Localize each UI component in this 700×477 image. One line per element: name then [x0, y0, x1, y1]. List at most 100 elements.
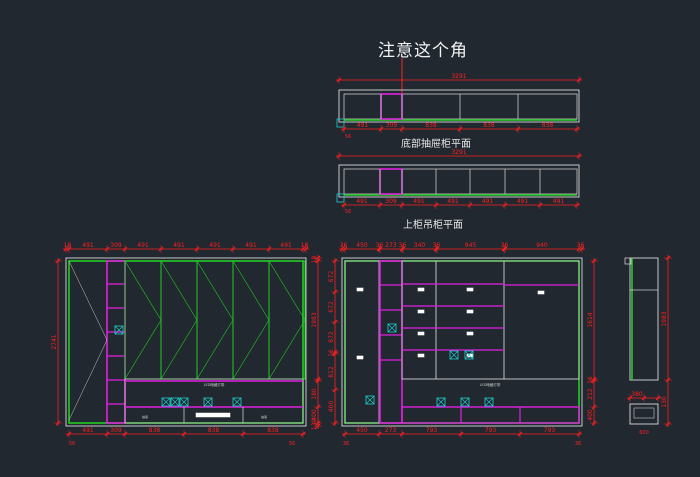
right-elev-edge-dim: 36	[343, 441, 349, 447]
left-elev-door-swing	[232, 319, 270, 380]
right-elev-vent-box-x	[449, 350, 459, 360]
right-elev-top-dim-value: 450	[356, 242, 368, 249]
top-plan-inner	[343, 168, 578, 195]
left-elev-top-dim-value: 491	[280, 242, 292, 249]
left-elev-door	[232, 260, 270, 380]
left-elev-door-swing	[232, 260, 270, 321]
right-elev-vent-box-x	[464, 350, 474, 360]
left-elev-top-dim-value: 491	[245, 242, 257, 249]
side-section-bottom-dim-value: 380	[631, 391, 643, 398]
left-elev-door-swing	[160, 260, 198, 321]
left-elev-vent-box	[232, 397, 242, 407]
right-elev-right-dim-value: 1614	[587, 312, 594, 327]
left-elev-height-dim-value: 2741	[51, 334, 58, 349]
left-elev-vent-box	[179, 397, 189, 407]
left-elev-led-note: LED暗藏灯带	[204, 382, 225, 387]
bottom-plan-segment-dim-value: 838	[425, 122, 437, 129]
right-elev-drawer-row	[401, 406, 580, 424]
right-elev-left-dim-value: 672	[328, 271, 335, 283]
left-elev-vent-box-x	[179, 397, 189, 407]
right-elev-top-dim-value: 36	[340, 242, 348, 249]
right-elev-top-dim-value: 36	[433, 242, 441, 249]
left-elev-door-swing	[196, 319, 234, 380]
right-elev-light	[356, 355, 364, 360]
side-section-right-dim-value: 130	[661, 396, 668, 408]
left-elev-vent-box	[114, 325, 124, 335]
top-plan-segment-dim-value: 491	[413, 198, 425, 205]
right-elev-vent-box-x	[387, 323, 397, 333]
bottom-plan-segment-dim-value: 838	[483, 122, 495, 129]
right-elev-light	[537, 290, 545, 295]
top-plan-edge-dim: 56	[345, 209, 351, 215]
left-elev-drawer-note: 抽屉	[142, 414, 148, 419]
right-elev-vent-box	[449, 350, 459, 360]
left-elev-door-swing	[196, 260, 234, 321]
right-elev-led-note: LED暗藏灯带	[480, 382, 501, 387]
left-elev-top-dim-value: 491	[209, 242, 221, 249]
left-elev-vent-box-x	[203, 397, 213, 407]
side-section-base	[629, 403, 659, 425]
left-elev-door-swing	[268, 319, 306, 380]
right-elev-vent-box-x	[365, 395, 375, 405]
left-elev-vent-box-x	[170, 397, 180, 407]
right-elev-vent-box	[484, 397, 494, 407]
right-elev-bottom-dim-value: 273	[385, 427, 397, 434]
left-elev-edge-dim: 56	[289, 441, 295, 447]
right-elev-light	[417, 287, 425, 292]
left-elev-door	[124, 260, 162, 380]
left-elev-door-swing	[160, 319, 198, 380]
right-elev-vent-box-x	[460, 397, 470, 407]
right-elev-top-dim-value: 36	[376, 242, 384, 249]
left-elev-right-dim-value: 1983	[311, 312, 318, 327]
left-elev-bottom-dim-value: 491	[82, 427, 94, 434]
left-elev-top-dim-value: 18	[301, 242, 309, 249]
left-elev-bottom-dim-value: 838	[267, 427, 279, 434]
right-elev-vent-box-x	[436, 397, 446, 407]
right-elev-light	[417, 331, 425, 336]
left-elev-door	[160, 260, 198, 380]
right-elev-vent-box	[464, 350, 474, 360]
bottom-plan-inner	[343, 93, 578, 120]
left-elev-bottom-dim-value: 838	[208, 427, 220, 434]
left-elev-vent-box	[203, 397, 213, 407]
right-elev-light	[417, 353, 425, 358]
top-plan-tall-unit	[379, 168, 403, 195]
bottom-plan-overall-dim-value: 3291	[451, 73, 466, 80]
top-plan-outline	[338, 164, 580, 198]
annotation-note: 注意这个角	[378, 41, 468, 61]
right-elev-right-dim-value: 400	[587, 409, 594, 421]
right-elev-light	[356, 287, 364, 292]
right-elev-right-dim-value: 16	[587, 376, 594, 384]
top-plan-segment-dim-value: 491	[517, 198, 529, 205]
top-plan-title: 上柜吊柜平面	[403, 220, 463, 231]
side-section-cap	[624, 257, 632, 265]
left-elev-vent-box	[161, 397, 171, 407]
right-elev-top-dim-value: 340	[414, 242, 426, 249]
right-elev-top-dim-value: 940	[536, 242, 548, 249]
bottom-plan-segment-dim-value: 491	[357, 122, 369, 129]
left-elev-vent-box	[170, 397, 180, 407]
left-elev-outline	[65, 257, 307, 427]
bottom-plan-drawer	[380, 93, 403, 120]
right-elev-vent-box	[436, 397, 446, 407]
left-elev-drawer-note: 抽屉	[261, 414, 267, 419]
left-elev-tall-unit	[106, 260, 126, 424]
left-elev-vent-box-x	[114, 325, 124, 335]
right-elev-bottom-dim-value: 793	[426, 427, 438, 434]
left-elev-top-dim-value: 491	[137, 242, 149, 249]
top-plan-segment-dim-value: 491	[447, 198, 459, 205]
right-elev-vent-box	[460, 397, 470, 407]
right-elev-top-dim-value: 36	[577, 242, 585, 249]
side-section-depth-dim: 600	[639, 430, 649, 436]
left-elev-top-dim-value: 309	[110, 242, 122, 249]
right-elev-top-dim-value: 36	[501, 242, 509, 249]
right-elev-center-bay	[435, 260, 505, 380]
left-elev-hinge-line	[68, 260, 108, 341]
right-elev-vent-box	[365, 395, 375, 405]
bottom-plan-segment-dim-value: 309	[386, 122, 398, 129]
right-elev-bottom-dim-value: 450	[356, 427, 368, 434]
right-elev-left-dim-value: 812	[328, 366, 335, 378]
top-plan-overall-dim-value: 3291	[451, 149, 466, 156]
right-elev-left-dim-value: 400	[328, 401, 335, 413]
